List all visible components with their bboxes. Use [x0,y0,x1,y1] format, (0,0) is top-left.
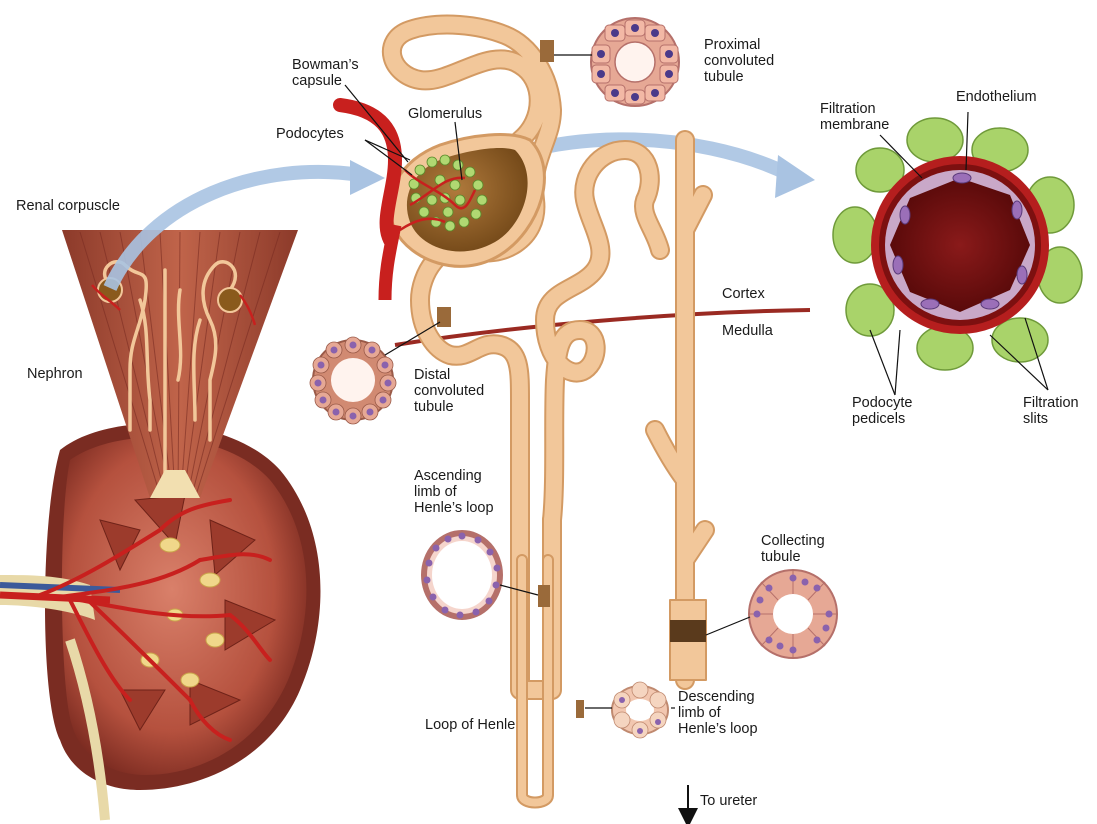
label-renal-corpuscle: Renal corpuscle [16,198,120,214]
label-cortex: Cortex [722,286,765,302]
label-nephron: Nephron [27,366,83,382]
proximal-tubule-cross-section [590,17,680,107]
nephron-wedge [62,230,298,498]
label-descending-limb: Descending limb of Henle’s loop [678,689,758,737]
label-glomerulus: Glomerulus [408,106,483,122]
label-filtration-membrane: Filtration membrane [820,101,890,133]
leader-lines [344,54,1049,709]
kidney-illustration [0,423,321,821]
label-loop-of-henle: Loop of Henle [425,717,516,733]
label-podocyte-pedicels: Podocyte pedicels [852,395,913,427]
distal-tubule-cross-section [309,336,397,425]
label-proximal-tubule: Proximal convoluted tubule [704,37,775,85]
label-bowmans-capsule: Bowman’s capsule [292,57,359,89]
label-podocytes: Podocytes [276,126,344,142]
collecting-tubule-cross-section [748,569,838,659]
label-distal-tubule: Distal convoluted tubule [414,367,485,415]
label-to-ureter: To ureter [700,793,758,809]
label-endothelium: Endothelium [956,89,1037,105]
glomerulus-illustration [333,98,546,301]
label-collecting-tubule: Collecting tubule [761,533,825,565]
descending-limb-cross-section [611,681,669,739]
label-filtration-slits: Filtration slits [1023,395,1079,427]
label-medulla: Medulla [722,323,773,339]
filtration-membrane-detail [832,117,1083,371]
ascending-limb-cross-section [421,530,503,620]
cortex-medulla-boundary [394,308,811,347]
label-ascending-limb: Ascending limb of Henle’s loop [414,468,494,516]
nephron-tubule [381,14,715,809]
